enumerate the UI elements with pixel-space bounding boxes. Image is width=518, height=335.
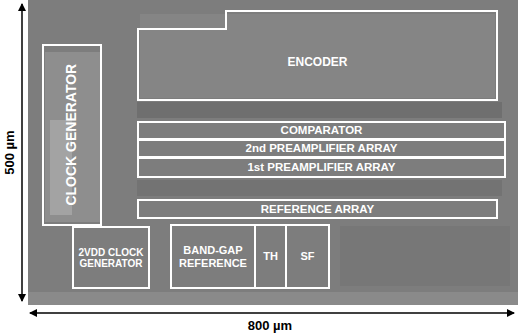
- reference-strip: REFERENCE ARRAY: [137, 199, 498, 219]
- preamp-strip: 2nd PREAMPLIFIER ARRAY: [137, 139, 506, 158]
- clock-block: 2VDD CLOCK GENERATOR: [72, 226, 150, 289]
- clock-block: CLOCK GENERATOR: [42, 44, 102, 226]
- block-label: 2VDD CLOCK GENERATOR: [76, 247, 146, 269]
- dimension-arrow: [21, 4, 23, 301]
- die-texture: [137, 102, 502, 118]
- track-hold-block: TH: [254, 224, 287, 289]
- die-texture: [45, 52, 100, 222]
- die-ground: [28, 0, 518, 305]
- comparator-strip: COMPARATOR: [137, 121, 506, 140]
- block-label: CLOCK GENERATOR: [64, 64, 79, 206]
- die-texture: [137, 180, 502, 196]
- die-texture: [340, 226, 510, 286]
- dimension-label: 800 µm: [248, 318, 292, 333]
- block-label: TH: [263, 250, 278, 262]
- block-label: 1st PREAMPLIFIER ARRAY: [247, 161, 395, 174]
- block-label: REFERENCE ARRAY: [261, 203, 375, 216]
- bandgap-block: BAND-GAP REFERENCE: [170, 224, 256, 289]
- block-label: SF: [300, 250, 314, 262]
- encoder-block: ENCODER: [137, 10, 498, 101]
- block-label: 2nd PREAMPLIFIER ARRAY: [246, 142, 398, 155]
- dimension-arrow: [30, 312, 514, 314]
- block-label: BAND-GAP REFERENCE: [174, 244, 252, 268]
- block-label: COMPARATOR: [281, 124, 363, 137]
- preamp-strip: 1st PREAMPLIFIER ARRAY: [137, 157, 506, 178]
- block-label: ENCODER: [287, 56, 347, 69]
- dimension-label: 500 µm: [2, 130, 17, 174]
- die-texture: [28, 292, 518, 305]
- follower-block: SF: [285, 224, 330, 289]
- die-texture: [140, 14, 495, 98]
